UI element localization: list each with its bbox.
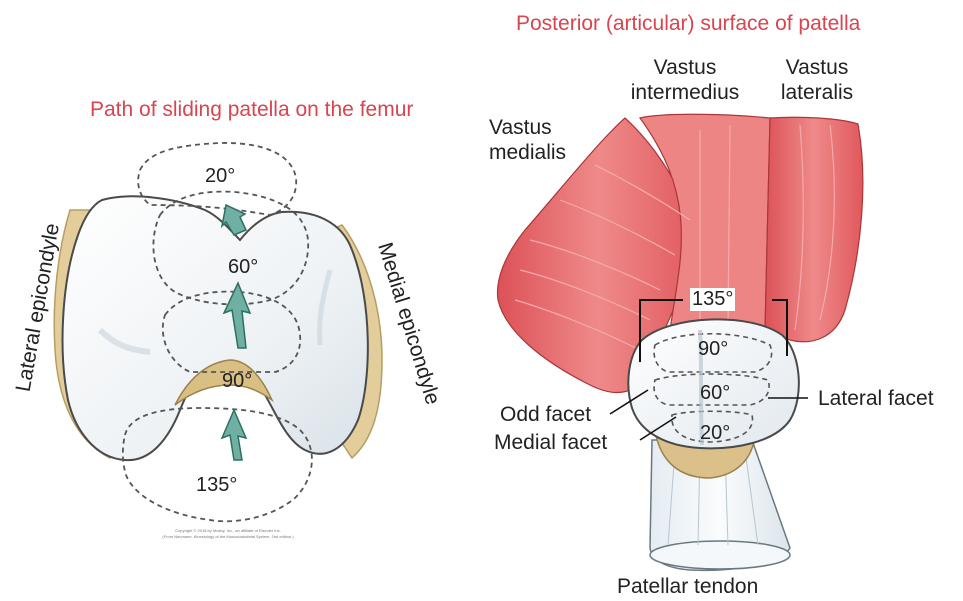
vastus-medialis-label: Vastus medialis <box>489 115 566 165</box>
medial-facet-label: Medial facet <box>494 430 607 455</box>
femur-angle-90: 90° <box>222 370 252 393</box>
patella-angle-90: 90° <box>698 338 728 361</box>
femur-illustration <box>54 143 382 521</box>
patellar-tendon-label: Patellar tendon <box>617 574 758 599</box>
right-panel-title: Posterior (articular) surface of patella <box>516 12 860 36</box>
odd-facet-label: Odd facet <box>500 402 591 427</box>
femur-angle-135: 135° <box>196 474 237 497</box>
femur-angle-20: 20° <box>205 165 235 188</box>
patella-angle-60: 60° <box>700 382 730 405</box>
lateral-facet-label: Lateral facet <box>818 386 934 411</box>
left-panel-title: Path of sliding patella on the femur <box>90 98 413 122</box>
copyright-line-1: Copyright © 2018 by Mosby, Inc., an affi… <box>128 528 328 533</box>
patella-illustration <box>497 114 862 570</box>
vastus-intermedius-label: Vastus intermedius <box>625 55 745 105</box>
arrow-up-icon <box>222 410 246 460</box>
femur-angle-60: 60° <box>228 256 258 279</box>
patella-angle-135: 135° <box>690 288 735 311</box>
copyright-line-2: (From Neumann: Kinesiology of the Muscul… <box>128 534 328 539</box>
patella-angle-20: 20° <box>700 422 730 445</box>
vastus-lateralis-label: Vastus lateralis <box>767 55 867 105</box>
vastus-lateralis-muscle <box>765 117 863 341</box>
